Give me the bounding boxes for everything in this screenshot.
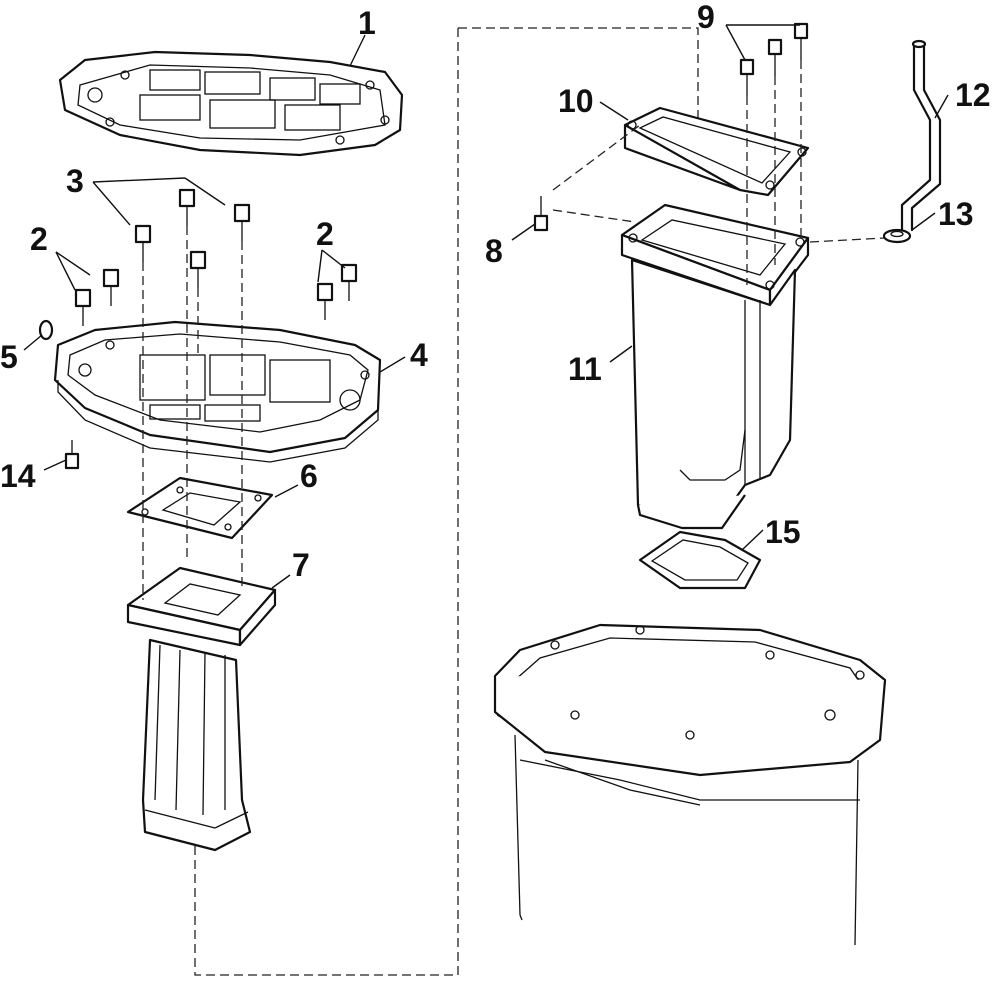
alignment-lines-left <box>142 226 243 600</box>
part-12-water-tube <box>900 39 942 232</box>
part-3-bolts <box>134 188 251 288</box>
callout-10: 10 <box>558 83 594 119</box>
part-8-bolt <box>533 196 549 232</box>
callout-13: 13 <box>938 196 974 232</box>
callout-7: 7 <box>292 547 310 583</box>
leader-lines <box>23 24 949 589</box>
bolt-2d <box>340 263 358 301</box>
alignment-lines-right <box>552 60 886 285</box>
callout-9: 9 <box>697 0 715 35</box>
bolt-3c <box>233 203 251 241</box>
callout-2-right: 2 <box>316 216 334 252</box>
callout-labels: 1 2 2 3 4 5 6 7 8 9 10 11 12 13 14 15 <box>0 0 991 583</box>
callout-1: 1 <box>358 5 376 41</box>
part-5-dowel-pin <box>38 319 54 341</box>
bolt-2c <box>316 282 334 320</box>
bolt-9c <box>793 22 809 60</box>
part-11-exhaust-housing <box>620 203 810 530</box>
bolt-9a <box>739 58 755 96</box>
callout-8: 8 <box>485 233 503 269</box>
bolt-2b <box>102 268 120 306</box>
part-13-grommet <box>882 228 912 244</box>
part-4-adapter-plate <box>53 320 382 463</box>
callout-15: 15 <box>765 514 801 550</box>
part-2-bolts <box>74 263 358 326</box>
bolt-3d <box>189 250 207 288</box>
bolt-3b <box>178 188 196 226</box>
callout-2-left: 2 <box>30 221 48 257</box>
part-7-exhaust-tube <box>126 566 277 852</box>
bolt-3a <box>134 224 152 262</box>
part-14-screw <box>64 440 80 470</box>
callout-3: 3 <box>66 163 84 199</box>
part-1-upper-gasket <box>58 50 404 157</box>
callout-11: 11 <box>568 351 602 387</box>
bolt-2a <box>74 288 92 326</box>
callout-5: 5 <box>0 339 18 375</box>
part-6-exhaust-gasket <box>126 476 274 540</box>
bolt-9b <box>767 38 783 76</box>
callout-4: 4 <box>410 337 428 373</box>
callout-12: 12 <box>955 77 991 113</box>
callout-6: 6 <box>300 458 318 494</box>
assembly-boundary-dashed <box>194 27 699 976</box>
callout-14: 14 <box>0 458 36 494</box>
part-10-gasket <box>623 106 810 197</box>
lower-drive-shaft-housing <box>493 623 887 946</box>
part-15-seal <box>638 530 762 590</box>
part-9-bolts <box>739 22 809 96</box>
